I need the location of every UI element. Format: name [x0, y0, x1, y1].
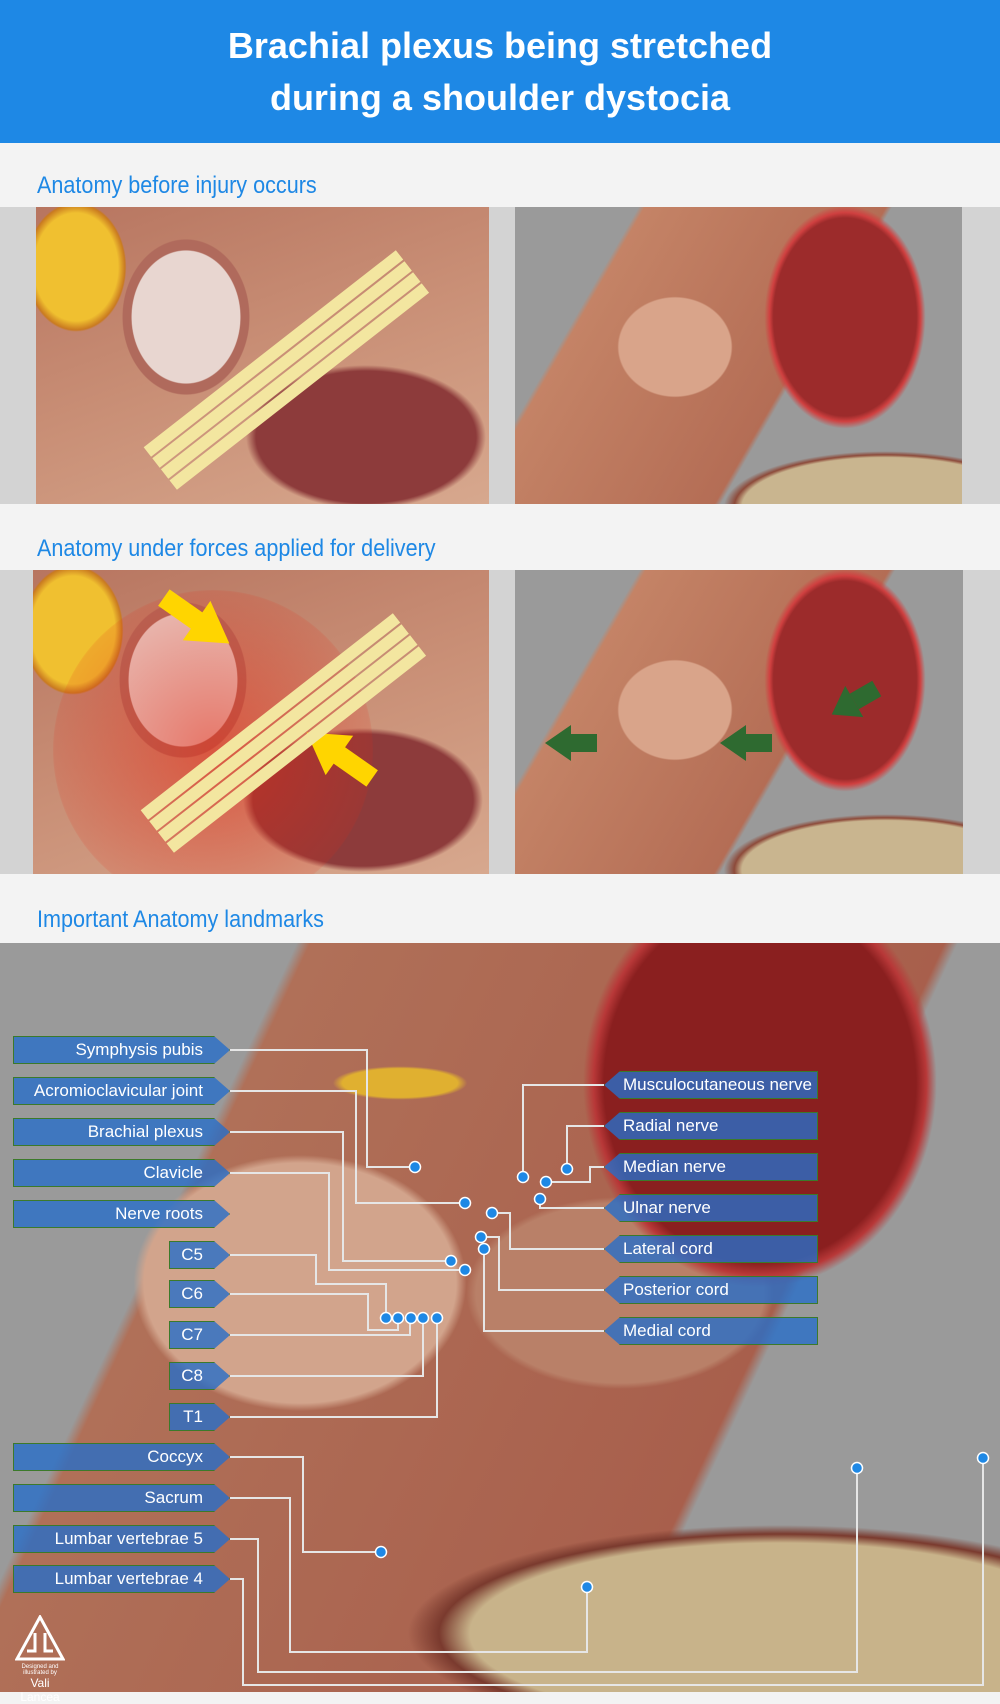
fetus-illustration-before — [515, 207, 962, 504]
author-logo-icon — [14, 1613, 66, 1661]
section-title-forces: Anatomy under forces applied for deliver… — [37, 535, 436, 562]
label-lumbar-vertebrae-5: Lumbar vertebrae 5 — [13, 1525, 230, 1553]
closeup-illustration-forces — [33, 570, 489, 874]
label-musculocutaneous-nerve: Musculocutaneous nerve — [604, 1071, 818, 1099]
landmark-dot — [458, 1263, 472, 1277]
landmark-dot — [391, 1311, 405, 1325]
landmark-dot — [458, 1196, 472, 1210]
landmark-dot — [379, 1311, 393, 1325]
label-ulnar-nerve: Ulnar nerve — [604, 1194, 818, 1222]
title-line-2: during a shoulder dystocia — [269, 77, 731, 118]
landmark-dot — [516, 1170, 530, 1184]
credit-name: Vali Lancea — [20, 1676, 60, 1704]
pull-arrow-icon — [720, 725, 772, 761]
credit-line: Designed and illustrated by — [21, 1664, 59, 1676]
label-symphysis-pubis: Symphysis pubis — [13, 1036, 230, 1064]
closeup-illustration-before — [36, 207, 489, 504]
landmark-dot — [850, 1461, 864, 1475]
landmark-dot — [485, 1206, 499, 1220]
label-brachial-plexus: Brachial plexus — [13, 1118, 230, 1146]
landmark-dot — [539, 1175, 553, 1189]
landmark-dot — [404, 1311, 418, 1325]
label-acromioclavicular-joint: Acromioclavicular joint — [13, 1077, 230, 1105]
landmark-dot — [560, 1162, 574, 1176]
label-lateral-cord: Lateral cord — [604, 1235, 818, 1263]
fetus-illustration-forces — [515, 570, 963, 874]
title-line-1: Brachial plexus being stretched — [227, 25, 773, 66]
landmark-dot — [408, 1160, 422, 1174]
landmark-dot — [477, 1242, 491, 1256]
label-coccyx: Coccyx — [13, 1443, 230, 1471]
label-clavicle: Clavicle — [13, 1159, 230, 1187]
landmark-dot — [580, 1580, 594, 1594]
landmark-dot — [430, 1311, 444, 1325]
label-radial-nerve: Radial nerve — [604, 1112, 818, 1140]
label-lumbar-vertebrae-4: Lumbar vertebrae 4 — [13, 1565, 230, 1593]
label-median-nerve: Median nerve — [604, 1153, 818, 1181]
landmark-dot — [374, 1545, 388, 1559]
landmark-dot — [976, 1451, 990, 1465]
landmark-dot — [444, 1254, 458, 1268]
label-sacrum: Sacrum — [13, 1484, 230, 1512]
page-header: Brachial plexus being stretched during a… — [0, 0, 1000, 143]
section-title-before: Anatomy before injury occurs — [37, 172, 317, 199]
pull-arrow-icon — [545, 725, 597, 761]
label-nerve-roots: Nerve roots — [13, 1200, 230, 1228]
label-medial-cord: Medial cord — [604, 1317, 818, 1345]
landmark-dot — [474, 1230, 488, 1244]
label-posterior-cord: Posterior cord — [604, 1276, 818, 1304]
landmark-dot — [416, 1311, 430, 1325]
landmark-dot — [533, 1192, 547, 1206]
author-credit: Designed and illustrated by Vali Lancea — [10, 1613, 70, 1704]
section-title-landmarks: Important Anatomy landmarks — [37, 906, 324, 933]
